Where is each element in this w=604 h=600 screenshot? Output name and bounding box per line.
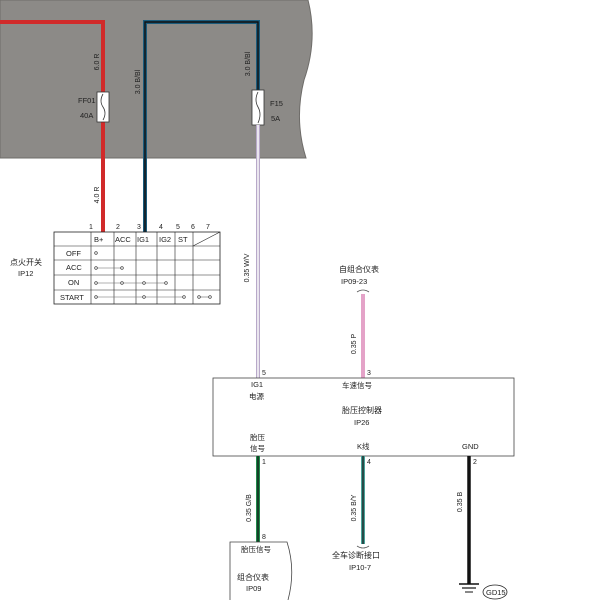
ground-id: GD15 [486, 588, 506, 597]
cluster-dest-id: IP09 [246, 584, 261, 593]
ignition-switch-id: IP12 [18, 269, 33, 278]
ignition-pin-2: 2 [116, 224, 120, 231]
ignition-pin-7: 7 [206, 224, 210, 231]
cluster-dest-pin: 8 [262, 534, 266, 541]
ignition-col-ig1: IG1 [137, 235, 149, 244]
contact-dot [164, 281, 168, 285]
contact-dot [94, 251, 98, 255]
ctrl-pin-2: 2 [473, 459, 477, 466]
fuse-ff01-rating: 40A [80, 111, 93, 120]
ignition-pin-1: 1 [89, 224, 93, 231]
diag-port-break [356, 545, 370, 549]
ignition-col-acc: ACC [115, 235, 131, 244]
ignition-row-off: OFF [66, 249, 81, 258]
ctrl-pin-4: 4 [367, 459, 371, 466]
label-0-35-b-y: 0.35 B/Y [351, 494, 358, 521]
fuse-f15-rating: 5A [271, 114, 280, 123]
ignition-pin-4: 4 [159, 224, 163, 231]
label-0-35-g-b: 0.35 G/B [246, 494, 253, 522]
cluster-source-break [356, 289, 370, 293]
fuse-ff01-id: FF01 [78, 96, 96, 105]
contact-dot [94, 266, 98, 270]
contact-dot [94, 295, 98, 299]
diag-port-name: 全车诊断接口 [332, 550, 380, 560]
ignition-hatch [192, 231, 221, 247]
ctrl-pin-3: 3 [367, 370, 371, 377]
ignition-row-acc: ACC [66, 263, 82, 272]
ignition-switch: 1 2 3 4 5 6 7 B+ ACC IG1 IG2 ST OFF ACC … [53, 224, 221, 305]
label-0-35-w-v: 0.35 W/V [244, 253, 251, 282]
fuse-f15-id: F15 [270, 99, 283, 108]
contact-dot [197, 295, 201, 299]
ignition-switch-title: 点火开关 [10, 257, 42, 267]
fuse-box-panel [0, 0, 313, 159]
fuse-f15-element [255, 91, 261, 124]
ctrl-id: IP26 [354, 418, 369, 427]
cluster-dest-name: 组合仪表 [237, 572, 269, 582]
ctrl-ig1-label: IG1 [251, 380, 263, 389]
ignition-grid [53, 231, 221, 305]
ignition-pin-6: 6 [191, 224, 195, 231]
contact-dot [208, 295, 212, 299]
ignition-col-ig2: IG2 [159, 235, 171, 244]
ctrl-gnd: GND [462, 442, 479, 451]
ignition-col-bplus: B+ [94, 235, 104, 244]
ctrl-speed-signal: 车速信号 [342, 380, 372, 390]
label-6-0-r: 6.0 R [94, 54, 101, 71]
ground-badge [482, 584, 508, 600]
diag-port-id: IP10-7 [349, 563, 371, 572]
blue-black-wire-inner [144, 21, 259, 232]
ignition-pin-3: 3 [137, 224, 141, 231]
ctrl-name: 胎压控制器 [342, 405, 382, 415]
ctrl-pin-1: 1 [262, 459, 266, 466]
ctrl-pin-5: 5 [262, 370, 266, 377]
contact-dot [120, 281, 124, 285]
ignition-pin-5: 5 [176, 224, 180, 231]
contact-dot [142, 295, 146, 299]
ignition-row-on: ON [68, 278, 79, 287]
ctrl-tp-label1: 胎压 [250, 432, 265, 442]
label-3-0-b-bl-left: 3.0 B/Bl [135, 69, 142, 94]
fuse-ff01-element [100, 93, 106, 121]
label-0-35-b: 0.35 B [457, 492, 464, 513]
contact-dot [94, 281, 98, 285]
tpms-controller [212, 377, 515, 457]
cluster-dest-box [229, 541, 293, 600]
label-4-0-r: 4.0 R [94, 187, 101, 204]
red-wire [0, 20, 105, 232]
label-3-0-b-bl-right: 3.0 B/Bl [245, 51, 252, 76]
ignition-row-start: START [60, 293, 84, 302]
contact-dot [142, 281, 146, 285]
label-0-35-p: 0.35 P [351, 334, 358, 355]
cluster-source-id: IP09-23 [341, 277, 367, 286]
contact-dot [120, 266, 124, 270]
cluster-dest-signal: 胎压信号 [241, 544, 271, 554]
contact-dot [182, 295, 186, 299]
ctrl-ig1-power: 电源 [249, 391, 264, 401]
cluster-source-title: 自组合仪表 [339, 264, 379, 274]
ignition-col-st: ST [178, 235, 188, 244]
ctrl-tp-label2: 信号 [250, 443, 265, 453]
ctrl-k-line: K线 [357, 441, 370, 451]
